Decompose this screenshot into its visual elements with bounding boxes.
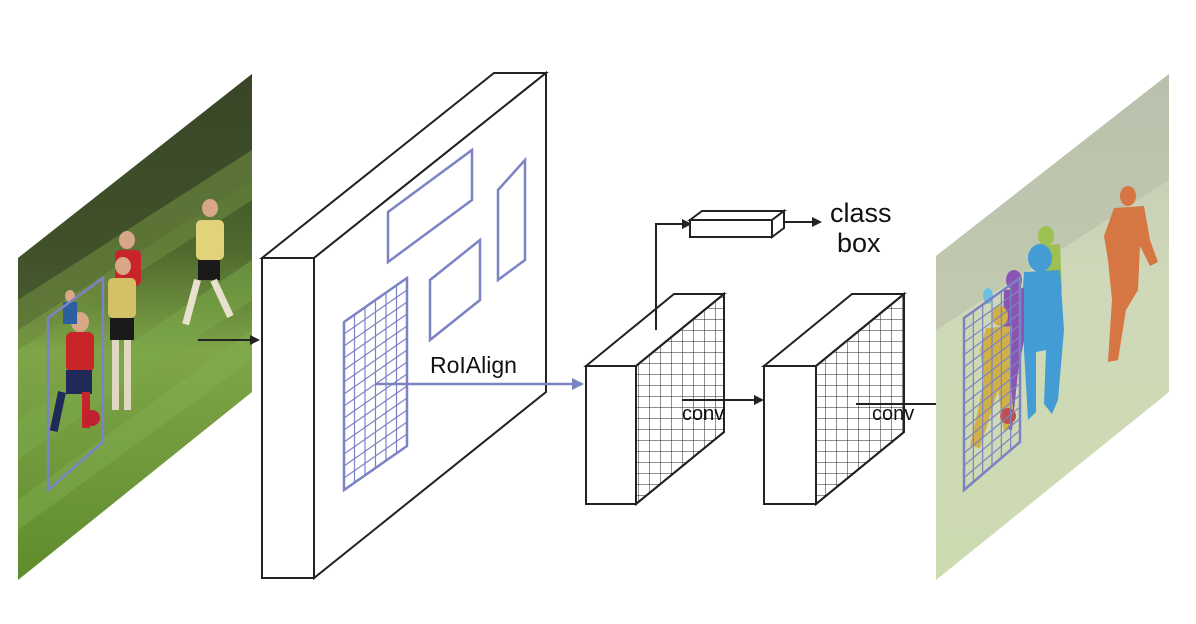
grid-line-horizontal — [343, 421, 408, 467]
mask-blue — [1022, 244, 1064, 420]
grid-line-horizontal — [963, 359, 1021, 405]
grid-line-horizontal — [343, 349, 408, 395]
grid-line-horizontal — [963, 371, 1021, 417]
conv-label-1: conv — [682, 403, 724, 425]
grid-line-horizontal — [963, 336, 1021, 380]
grid-line-horizontal — [963, 312, 1021, 356]
class-box-head — [687, 209, 787, 239]
input-roi-box — [46, 275, 105, 493]
roi-feature-block — [583, 291, 727, 507]
grid-line-horizontal — [343, 361, 408, 407]
roialign-label: RoIAlign — [430, 352, 517, 378]
grid-line-horizontal — [963, 406, 1021, 454]
grid-line-horizontal — [343, 433, 408, 479]
grid-line-horizontal — [963, 394, 1021, 442]
class-label: class — [830, 198, 892, 228]
grid-line-horizontal — [343, 337, 408, 383]
mask-orange — [1104, 186, 1158, 362]
roi-grid — [342, 275, 409, 493]
head-connector — [655, 219, 692, 330]
box-label: box — [837, 228, 881, 258]
grid-line-horizontal — [963, 382, 1021, 430]
grid-line-horizontal — [343, 385, 408, 431]
grid-line-horizontal — [963, 300, 1021, 344]
mask-feature-block — [761, 291, 907, 507]
conv-label-2: conv — [872, 403, 914, 425]
grid-line-horizontal — [343, 325, 408, 371]
roi-proposals — [386, 147, 527, 343]
grid-line-horizontal — [963, 324, 1021, 368]
grid-line-horizontal — [343, 373, 408, 419]
grid-line-horizontal — [343, 397, 408, 443]
grid-line-horizontal — [963, 289, 1021, 331]
grid-line-horizontal — [963, 347, 1021, 393]
grid-line-horizontal — [343, 301, 408, 347]
players-sketch — [49, 199, 234, 432]
feature-map-slab — [259, 70, 549, 581]
grid-line-horizontal — [343, 313, 408, 359]
input-image — [18, 74, 252, 580]
grid-line-horizontal — [343, 289, 408, 335]
output-image — [936, 74, 1169, 580]
grid-line-horizontal — [343, 409, 408, 455]
grid-line-horizontal — [963, 418, 1021, 466]
grid-line-horizontal — [963, 429, 1021, 479]
